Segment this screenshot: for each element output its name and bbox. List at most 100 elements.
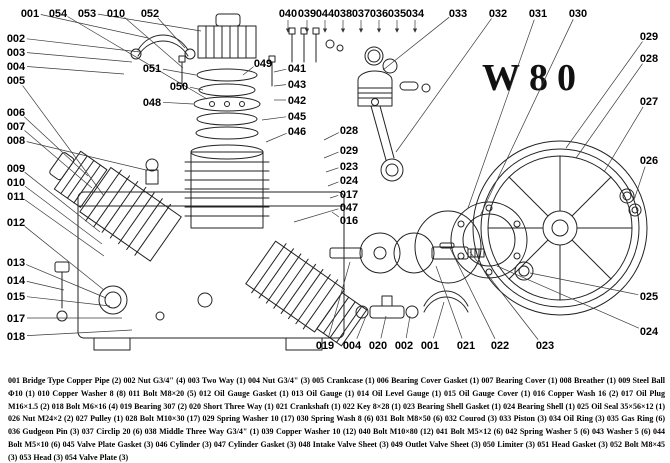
leader-line-019 [327,261,351,339]
callout-005: 005 [7,75,25,87]
leader-line-052 [157,17,186,49]
leader-line-017 [329,195,339,199]
leader-line-023 [325,167,339,173]
callout-023: 023 [340,161,358,173]
callout-051: 051 [143,63,161,75]
callout-048: 048 [143,97,161,109]
callout-036: 036 [370,8,388,20]
leader-line-033 [382,16,450,71]
piston-assembly [357,46,431,182]
callout-042: 042 [288,95,306,107]
leader-line-004 [356,315,367,339]
callout-049: 049 [254,58,272,70]
crankcase [77,158,345,351]
leader-line-029 [323,151,339,159]
leader-line-026 [633,166,646,201]
leader-line-031 [467,19,535,209]
callout-008: 008 [7,135,25,147]
leader-line-029 [565,41,643,149]
leader-line-046 [265,132,287,143]
leader-line-004 [26,66,125,75]
leader-line-006 [23,116,89,177]
leader-line-053 [97,13,202,32]
callout-004: 004 [343,340,362,352]
callout-011: 011 [7,191,25,203]
callout-041: 041 [288,63,306,75]
callout-002: 002 [395,340,413,352]
callout-007: 007 [7,121,25,133]
callout-013: 013 [7,257,25,269]
callout-031: 031 [529,8,547,20]
callout-040: 040 [279,8,297,20]
leader-line-049 [242,66,254,76]
parts-list: 001 Bridge Type Copper Pipe (2) 002 Nut … [8,376,665,462]
callout-028: 028 [640,53,658,65]
callout-038: 038 [334,8,352,20]
callout-039: 039 [298,8,316,20]
callout-026: 026 [640,155,658,167]
flywheel [472,140,648,316]
callout-045: 045 [288,111,306,123]
callout-043: 043 [288,79,306,91]
leader-line-024 [496,265,640,329]
callout-052: 052 [141,8,159,20]
callout-017: 017 [340,189,358,201]
callout-021: 021 [457,340,475,352]
callout-024: 024 [340,175,359,187]
leader-line-008 [26,141,147,171]
leader-line-030 [479,19,574,217]
callout-027: 027 [640,96,658,108]
leader-line-020 [380,315,387,339]
callout-025: 025 [640,291,658,303]
leader-line-024 [327,181,339,187]
leader-line-025 [529,272,639,296]
callout-014: 014 [7,275,26,287]
leader-line-054 [67,16,208,100]
leader-line-002 [26,38,141,53]
top-bolts [288,27,344,63]
leader-line-027 [603,106,644,173]
left-cylinder-bank [49,150,182,262]
leader-line-014 [26,281,65,291]
callout-012: 012 [7,217,25,229]
leader-line-018 [26,329,133,336]
callout-028: 028 [340,125,358,137]
callout-009: 009 [7,163,25,175]
bottom-pipe-fittings [355,290,469,319]
callout-029: 029 [640,31,658,43]
callout-003: 003 [7,47,25,59]
leader-line-016 [331,211,340,218]
leader-line-015 [26,296,111,307]
leader-line-001 [433,301,445,339]
callout-037: 037 [352,8,370,20]
leader-line-011 [24,199,105,257]
callout-002: 002 [7,33,25,45]
leader-line-005 [22,85,105,197]
callout-032: 032 [489,8,507,20]
callout-017: 017 [7,313,25,325]
bearing-cover-assembly [414,201,534,284]
callout-006: 006 [7,107,25,119]
callout-053: 053 [78,8,96,20]
callout-044: 044 [316,8,335,20]
leader-line-010 [24,185,103,245]
exploded-parts-diagram: W80 001054053010052040039044038037036035… [7,8,659,352]
leader-line-009 [24,171,101,233]
leader-line-007 [24,130,93,189]
callout-004: 004 [7,61,26,73]
leader-line-022 [449,247,496,339]
callout-020: 020 [369,340,387,352]
callout-029: 029 [340,145,358,157]
leader-line-028 [323,132,339,141]
right-cylinder-bank [245,240,368,347]
leader-line-003 [26,52,133,63]
leader-line-048 [162,101,194,105]
callout-035: 035 [388,8,406,20]
leader-line-028 [575,63,643,159]
callout-015: 015 [7,291,25,303]
leader-line-047 [293,208,339,223]
callout-030: 030 [569,8,587,20]
callout-022: 022 [491,340,509,352]
